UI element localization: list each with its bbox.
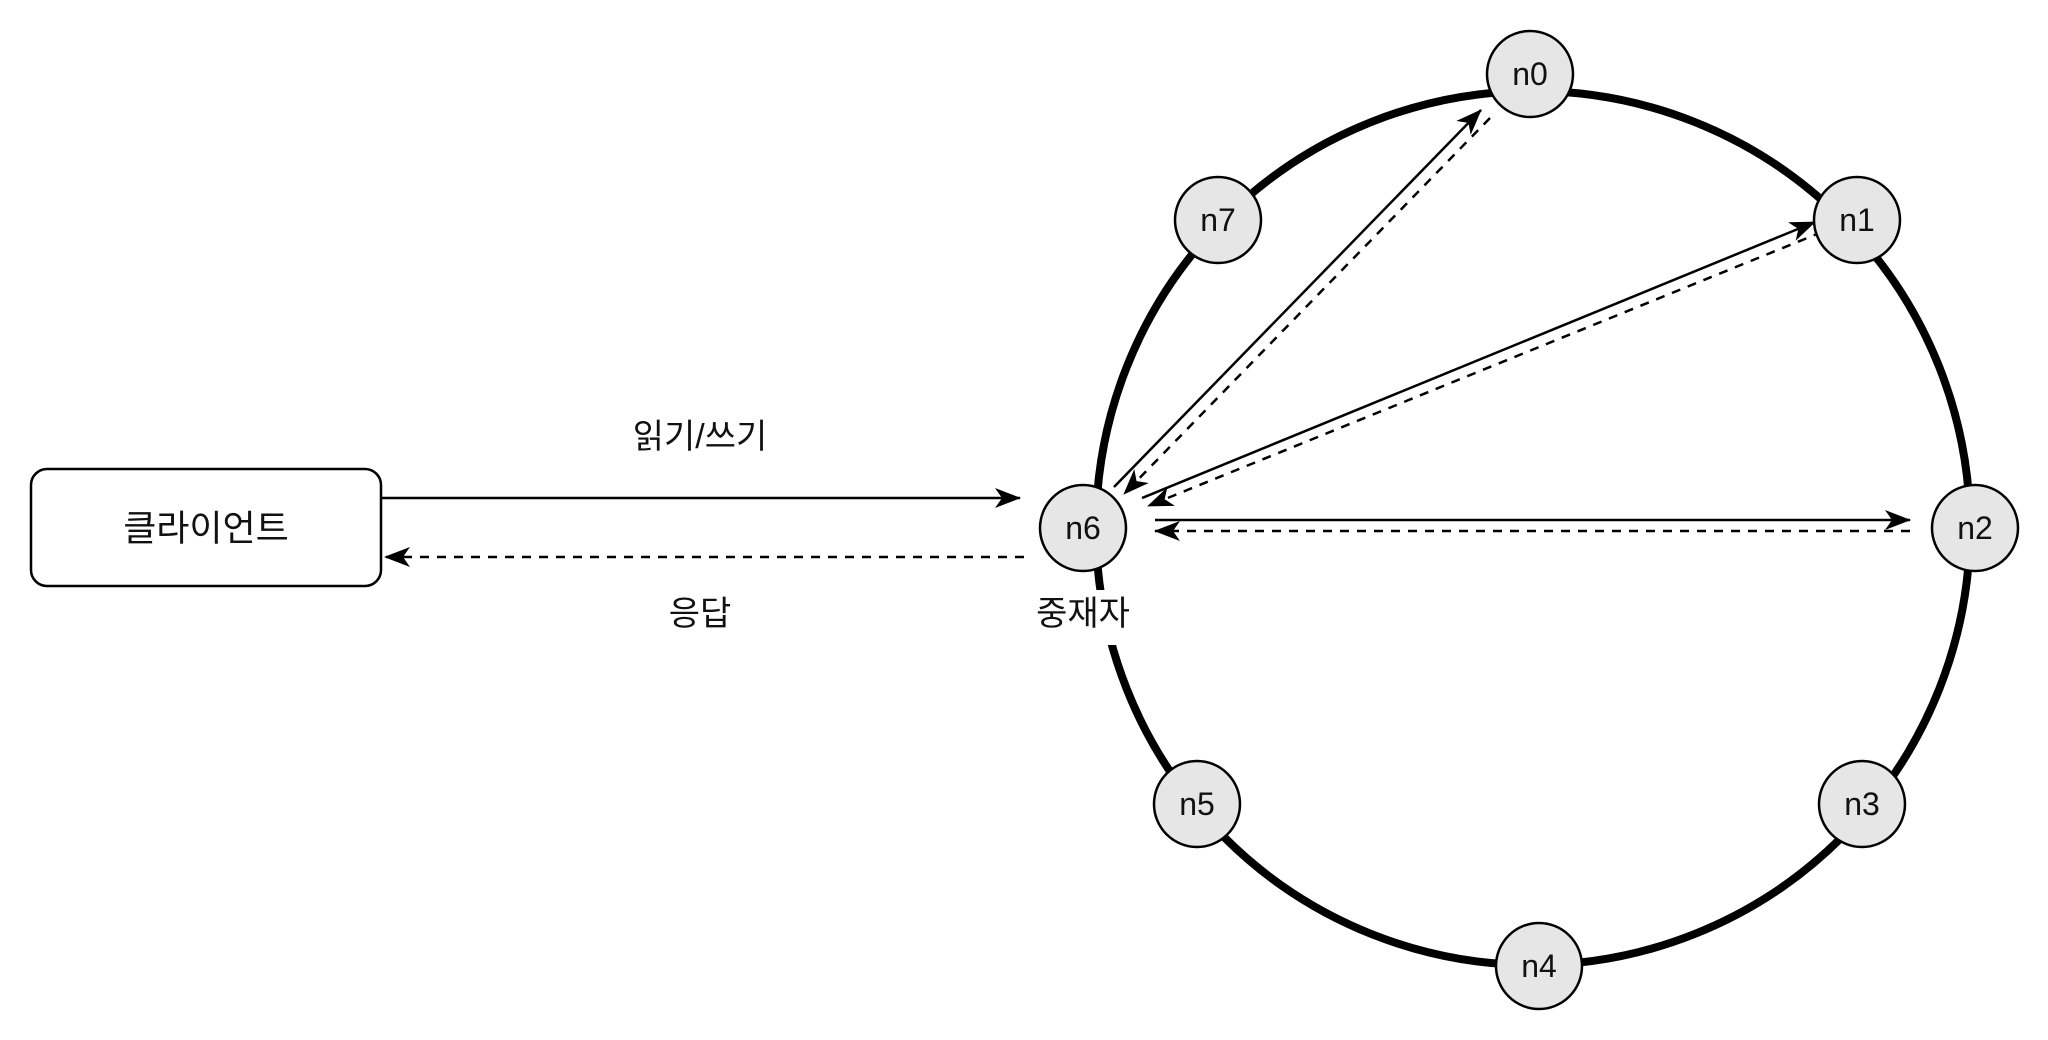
ring-node-n2[interactable]: n2 [1930,483,2020,573]
node-label-n0: n0 [1512,56,1548,92]
ack-arrow-n0 [1123,117,1491,495]
node-label-n6: n6 [1065,510,1101,546]
ring-node-n1[interactable]: n1 [1812,175,1902,265]
ring-node-n4[interactable]: n4 [1494,921,1584,1011]
node-label-n5: n5 [1179,786,1215,822]
ring-node-n0[interactable]: n0 [1485,29,1575,119]
ack-arrow-n1 [1147,230,1823,508]
node-label-n2: n2 [1957,510,1993,546]
request-label: 읽기/쓰기 [633,418,768,456]
node-label-n1: n1 [1839,202,1875,238]
node-label-n3: n3 [1844,786,1880,822]
response-label: 응답 [669,595,732,633]
coordinator-label: 중재자 [1036,595,1130,633]
node-label-n7: n7 [1200,202,1236,238]
ring-label-gap [1075,590,1145,645]
client-box[interactable] [29,467,383,588]
ring-node-n7[interactable]: n7 [1173,175,1263,265]
ring-node-n3[interactable]: n3 [1817,759,1907,849]
replicate-arrow-n0 [1113,109,1482,488]
ring-node-n6-coordinator[interactable]: n6 [1038,483,1128,573]
node-label-n4: n4 [1521,948,1557,984]
client-label: 클라이언트 [123,508,289,549]
ring-node-n5[interactable]: n5 [1152,759,1242,849]
replicate-arrow-n1 [1141,220,1816,500]
